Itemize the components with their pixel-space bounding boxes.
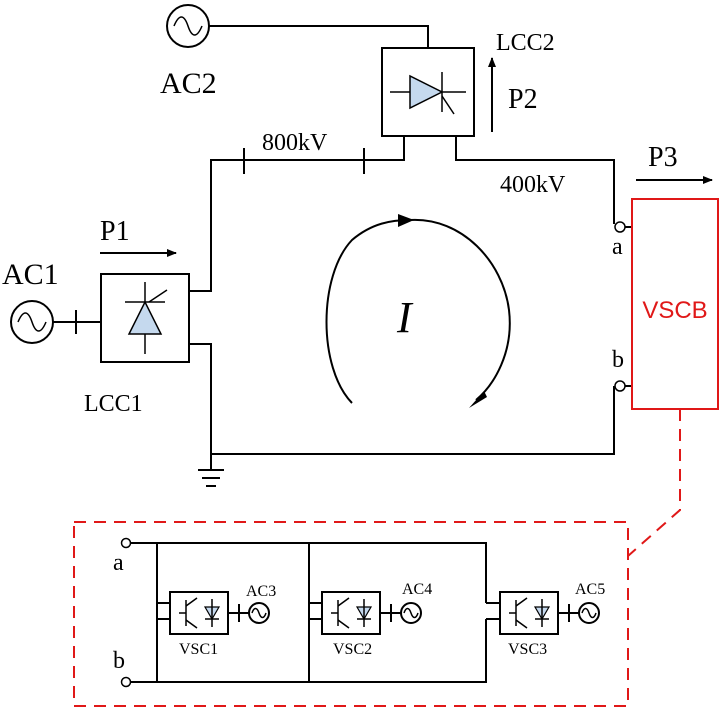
vsc1-label: VSC1	[179, 641, 218, 658]
ac5-source-icon	[578, 602, 600, 624]
detail-terminal-a	[120, 537, 132, 549]
lcc2-label: LCC2	[496, 30, 555, 56]
igbt-icon	[509, 597, 551, 629]
p2-label: P2	[508, 84, 538, 115]
detail-connector	[627, 409, 681, 557]
ac4-label: AC4	[402, 581, 432, 598]
ac5-label: AC5	[575, 581, 605, 598]
p1-label: P1	[100, 216, 130, 247]
lcc2-converter	[381, 47, 475, 137]
terminal-a-label: a	[612, 234, 623, 260]
current-loop-right	[409, 218, 511, 401]
dc-line-400kv	[455, 136, 615, 224]
vscb-label: VSCB	[642, 297, 707, 324]
vsc2-label: VSC2	[333, 641, 372, 658]
igbt-icon	[331, 597, 373, 629]
terminal-b-label: b	[612, 347, 624, 373]
ac1-source-icon	[10, 300, 54, 344]
lcc1-converter	[100, 273, 190, 363]
ground-icon	[198, 454, 224, 487]
ac3-source-icon	[248, 602, 270, 624]
ac1-label: AC1	[2, 258, 59, 291]
current-arrow-top-icon	[398, 214, 414, 227]
ac2-source-icon	[166, 4, 210, 48]
detail-bottom-bus	[131, 619, 487, 683]
current-arrow-bottom-icon	[469, 391, 487, 408]
thyristor-icon	[390, 72, 466, 115]
detail-terminal-a-label: a	[113, 550, 124, 576]
voltage-800kv-label: 800kV	[262, 130, 328, 156]
vsc1-converter	[169, 591, 229, 635]
current-loop-left	[325, 219, 411, 404]
dc-line-800kv	[189, 136, 405, 292]
ac2-label: AC2	[160, 67, 217, 100]
voltage-400kv-label: 400kV	[500, 172, 566, 198]
lcc1-label: LCC1	[84, 391, 143, 417]
ac3-label: AC3	[246, 583, 276, 600]
thyristor-icon	[125, 282, 168, 354]
current-label: I	[396, 293, 414, 342]
vsc3-label: VSC3	[508, 641, 547, 658]
dc-return-line	[189, 343, 615, 455]
vsc2-converter	[321, 591, 381, 635]
detail-terminal-b	[120, 676, 132, 688]
igbt-icon	[179, 597, 221, 629]
detail-top-bus	[131, 542, 487, 603]
p3-label: P3	[648, 142, 678, 173]
terminal-b	[614, 380, 626, 392]
vscb-box	[631, 198, 719, 410]
terminal-a	[614, 221, 626, 233]
vscb-detail-box	[73, 521, 629, 707]
detail-terminal-b-label: b	[113, 648, 125, 674]
ac2-feeder-wire	[209, 25, 429, 48]
vsc3-converter	[499, 591, 559, 635]
ac4-source-icon	[400, 602, 422, 624]
